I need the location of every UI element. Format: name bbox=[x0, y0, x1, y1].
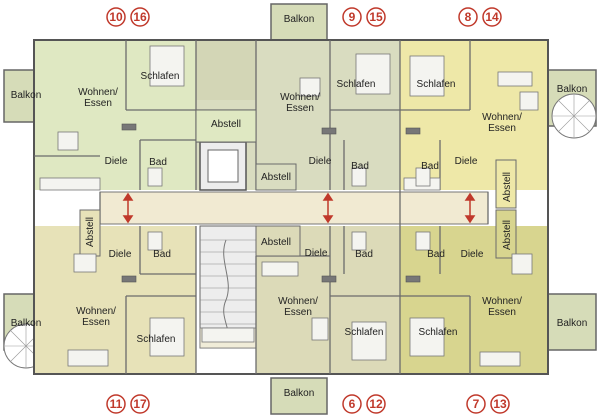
unit-badge-13: 13 bbox=[490, 394, 510, 414]
label-essen-9: Essen bbox=[286, 103, 314, 114]
unit-badge-16: 16 bbox=[130, 7, 150, 27]
unit-badge-6: 6 bbox=[342, 394, 362, 414]
balcony-bottom-center bbox=[270, 377, 328, 415]
label-essen-6: Essen bbox=[284, 307, 312, 318]
svg-text:13: 13 bbox=[493, 397, 507, 411]
svg-text:9: 9 bbox=[349, 10, 356, 24]
label-diele-11: Diele bbox=[109, 249, 132, 260]
label-balkon-left-top: Balkon bbox=[11, 90, 42, 101]
storage-room-right-corridor-lower bbox=[495, 209, 517, 259]
svg-text:6: 6 bbox=[349, 397, 356, 411]
svg-text:7: 7 bbox=[473, 397, 480, 411]
label-balkon-right-top: Balkon bbox=[557, 84, 588, 95]
unit-badge-15: 15 bbox=[366, 7, 386, 27]
unit-badge-17: 17 bbox=[130, 394, 150, 414]
storage-room-top-left bbox=[195, 109, 257, 143]
unit-badge-10: 10 bbox=[106, 7, 126, 27]
label-schlafen-11: Schlafen bbox=[137, 334, 176, 345]
furniture bbox=[39, 45, 539, 367]
unit-badge-7: 7 bbox=[466, 394, 486, 414]
label-abstell-left: Abstell bbox=[85, 217, 96, 247]
label-abstell-top-left: Abstell bbox=[211, 119, 241, 130]
svg-text:14: 14 bbox=[485, 10, 499, 24]
unit-badge-9: 9 bbox=[342, 7, 362, 27]
label-abstell-right-top: Abstell bbox=[502, 172, 513, 202]
label-wohnen-7: Wohnen/ bbox=[482, 296, 522, 307]
label-diele-8: Diele bbox=[455, 156, 478, 167]
unit-badge-14: 14 bbox=[482, 7, 502, 27]
label-essen-10: Essen bbox=[84, 98, 112, 109]
balcony-right-bottom bbox=[547, 293, 597, 351]
label-schlafen-7: Schlafen bbox=[419, 327, 458, 338]
label-wohnen-8: Wohnen/ bbox=[482, 112, 522, 123]
label-schlafen-6: Schlafen bbox=[345, 327, 384, 338]
label-wohnen-9: Wohnen/ bbox=[280, 92, 320, 103]
label-essen-7: Essen bbox=[488, 307, 516, 318]
label-wohnen-6: Wohnen/ bbox=[278, 296, 318, 307]
label-bad-10: Bad bbox=[149, 157, 167, 168]
unit-badge-12: 12 bbox=[366, 394, 386, 414]
label-balkon-top: Balkon bbox=[284, 14, 315, 25]
label-abstell-top-center: Abstell bbox=[261, 172, 291, 183]
label-bad-7: Bad bbox=[427, 249, 445, 260]
label-essen-8: Essen bbox=[488, 123, 516, 134]
svg-text:15: 15 bbox=[369, 10, 383, 24]
label-schlafen-9: Schlafen bbox=[337, 79, 376, 90]
unit-badge-8: 8 bbox=[458, 7, 478, 27]
label-wohnen-10: Wohnen/ bbox=[78, 87, 118, 98]
label-abstell-right-bottom: Abstell bbox=[502, 220, 513, 250]
corridor bbox=[99, 191, 489, 225]
label-schlafen-10: Schlafen bbox=[141, 71, 180, 82]
label-schlafen-8: Schlafen bbox=[417, 79, 456, 90]
label-balkon-right-bottom: Balkon bbox=[557, 318, 588, 329]
label-essen-11: Essen bbox=[82, 317, 110, 328]
label-bad-9: Bad bbox=[351, 161, 369, 172]
label-diele-7: Diele bbox=[461, 249, 484, 260]
label-balkon-bottom: Balkon bbox=[284, 388, 315, 399]
svg-text:17: 17 bbox=[133, 397, 147, 411]
svg-text:12: 12 bbox=[369, 397, 383, 411]
svg-text:16: 16 bbox=[133, 10, 147, 24]
label-diele-10: Diele bbox=[105, 156, 128, 167]
svg-text:11: 11 bbox=[110, 397, 123, 411]
label-balkon-left-bottom: Balkon bbox=[11, 318, 42, 329]
svg-text:8: 8 bbox=[465, 10, 472, 24]
label-abstell-bottom-center: Abstell bbox=[261, 237, 291, 248]
balcony-top-center bbox=[270, 3, 328, 41]
svg-text:10: 10 bbox=[109, 10, 123, 24]
label-bad-6: Bad bbox=[355, 249, 373, 260]
storage-room-right-corridor bbox=[495, 159, 517, 209]
label-bad-11: Bad bbox=[153, 249, 171, 260]
storage-room-top-center bbox=[255, 163, 297, 191]
corridor-arrows bbox=[122, 192, 476, 224]
label-diele-6: Diele bbox=[305, 248, 328, 259]
storage-room-bottom-center bbox=[255, 225, 301, 257]
label-bad-8: Bad bbox=[421, 161, 439, 172]
label-diele-9: Diele bbox=[309, 156, 332, 167]
unit-badge-11: 11 bbox=[106, 394, 126, 414]
label-wohnen-11: Wohnen/ bbox=[76, 306, 116, 317]
